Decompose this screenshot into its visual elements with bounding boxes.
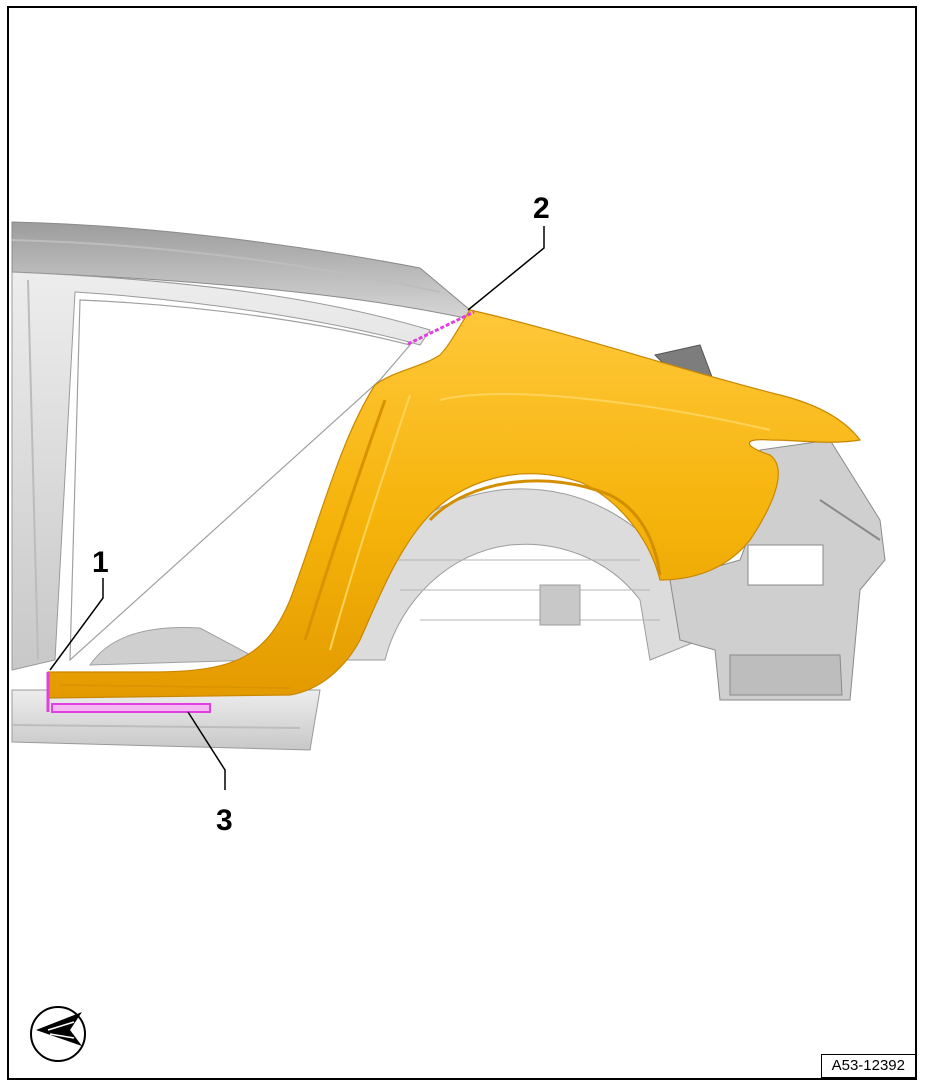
reference-code: A53-12392	[820, 1054, 916, 1078]
window-frame	[11, 271, 431, 671]
view-direction-icon	[30, 1006, 86, 1062]
cut-lines	[46, 310, 475, 713]
callout-2-label: 2	[533, 192, 550, 225]
callout-1-label: 1	[92, 546, 109, 579]
leader-3	[187, 711, 226, 790]
cut-line-3	[51, 703, 211, 713]
rear-end-structure	[654, 344, 886, 701]
cut-line-2	[407, 310, 475, 346]
callout-leaders	[49, 226, 545, 790]
leader-2	[467, 226, 545, 311]
callout-3-label: 3	[216, 804, 233, 837]
leader-1	[49, 578, 104, 671]
side-panel-yellow	[47, 309, 862, 699]
